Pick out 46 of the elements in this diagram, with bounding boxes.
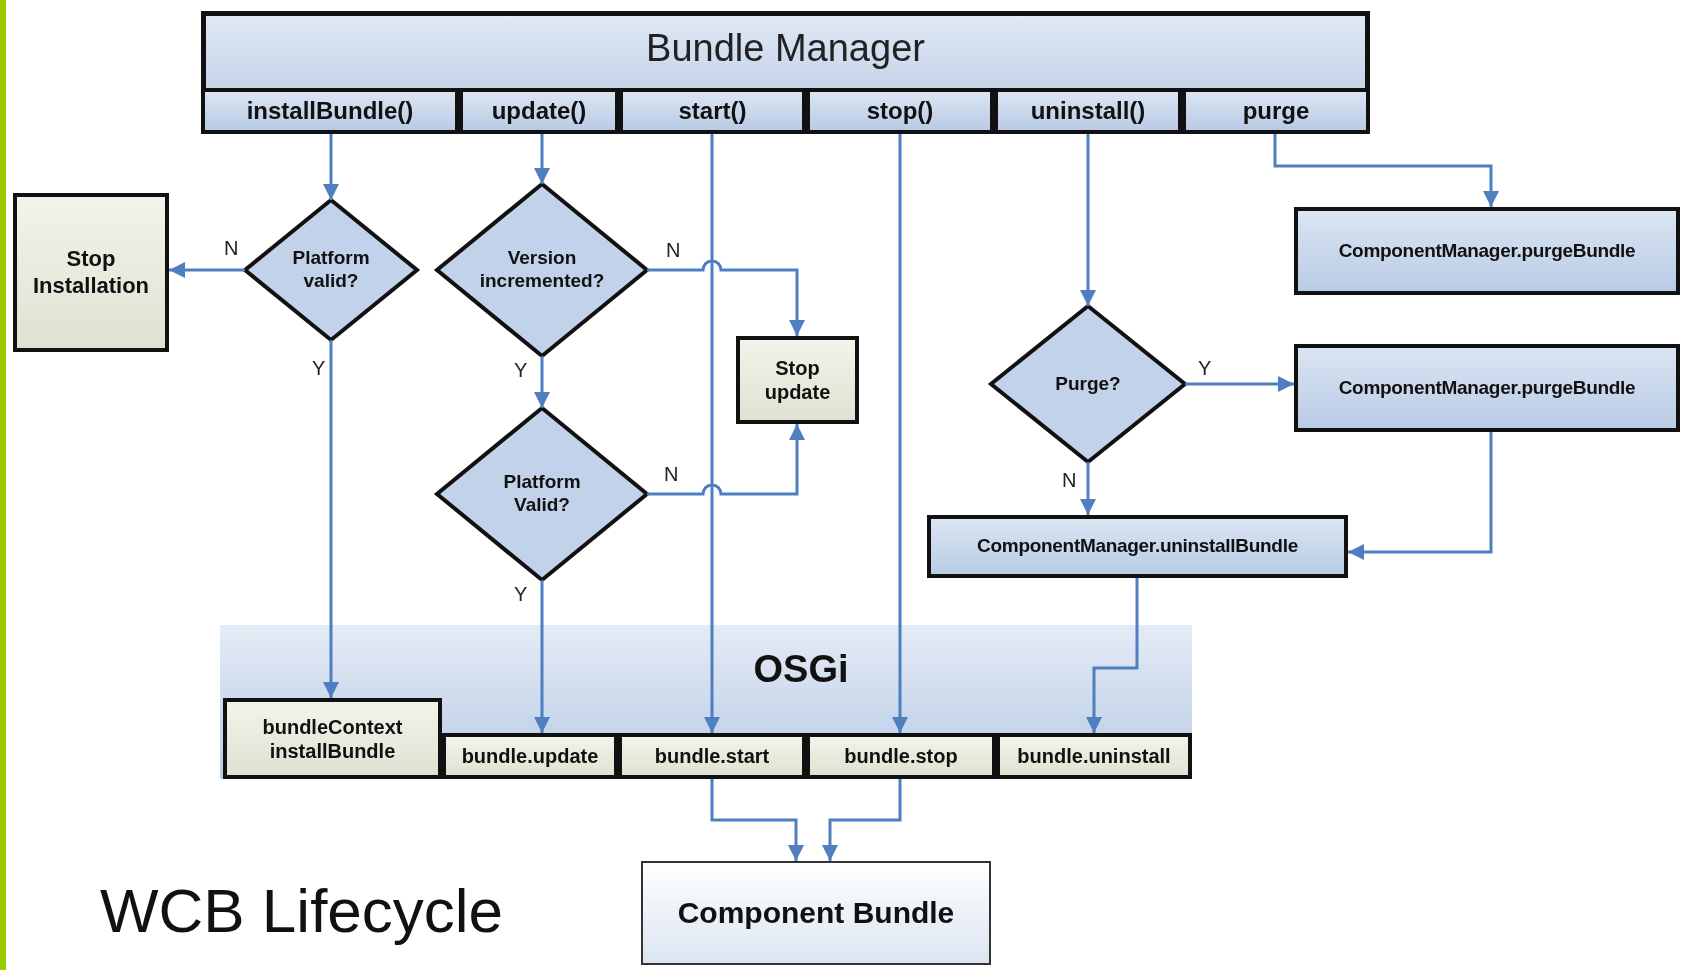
arrow	[534, 356, 550, 408]
process-box: bundle.stop	[806, 733, 996, 779]
arrow	[1086, 578, 1139, 733]
decision-label: Version incremented?	[478, 247, 606, 293]
decision-diamond	[245, 200, 417, 340]
decision-diamond	[437, 408, 647, 580]
platform-band	[220, 625, 1192, 779]
process-box: ComponentManager.uninstallBundle	[927, 515, 1348, 578]
arrow	[534, 580, 550, 733]
edge-label: Y	[1196, 358, 1214, 378]
process-box: Stop update	[736, 336, 859, 424]
process-box: Stop Installation	[13, 193, 169, 352]
arrow	[1080, 134, 1096, 306]
edge-label: Y	[512, 584, 530, 604]
panel-title: Bundle Manager	[645, 26, 926, 71]
arrow	[534, 134, 550, 184]
process-box: bundle.start	[618, 733, 806, 779]
decision-label: Purge?	[1055, 372, 1121, 396]
decision-label: Platform Valid?	[502, 471, 582, 517]
slide-title: WCB Lifecycle	[100, 875, 504, 946]
arrow	[169, 262, 245, 278]
decision-label: Platform valid?	[291, 247, 371, 293]
manager-panel	[201, 11, 1370, 134]
edge-label: Y	[310, 358, 328, 378]
process-box: ComponentManager.purgeBundle	[1294, 344, 1680, 432]
edge-label: Y	[512, 360, 530, 380]
arrow	[1185, 376, 1294, 392]
process-box: Component Bundle	[641, 861, 991, 965]
arrow	[822, 779, 902, 861]
arrow	[892, 134, 908, 733]
arrow	[323, 340, 339, 698]
arrow	[323, 134, 339, 200]
arrow	[647, 259, 805, 336]
arrow	[1348, 432, 1493, 560]
decision-diamond	[437, 184, 647, 356]
process-box: bundle.update	[442, 733, 618, 779]
decision-diamond	[991, 306, 1185, 462]
arrow	[710, 779, 804, 861]
arrow	[704, 134, 720, 733]
process-box: ComponentManager.purgeBundle	[1294, 207, 1680, 295]
arrow	[1273, 134, 1499, 207]
arrow	[1080, 462, 1096, 515]
arrow	[647, 424, 805, 496]
process-box: bundleContext installBundle	[223, 698, 442, 779]
band-title: OSGi	[752, 647, 850, 692]
process-box: bundle.uninstall	[996, 733, 1192, 779]
